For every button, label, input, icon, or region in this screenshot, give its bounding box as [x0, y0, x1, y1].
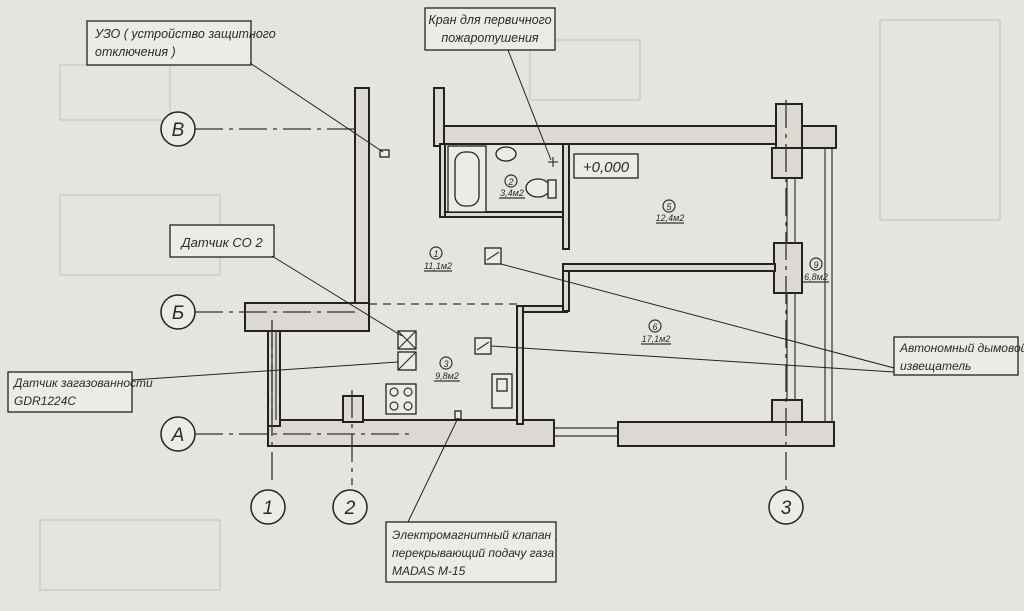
axis-bubble-v: В — [160, 111, 196, 147]
level-mark: +0,000 — [573, 153, 639, 179]
bathtub-inner — [454, 151, 480, 207]
room-area: 11,1м2 — [424, 261, 452, 271]
stove — [385, 383, 417, 415]
callout-valve-line3: MADAS M-15 — [392, 564, 466, 578]
kitchen-sink-bowl — [496, 378, 508, 392]
axis-label-v: В — [172, 120, 185, 141]
room-6: 6 17,1м2 — [641, 319, 671, 345]
axis-lines — [195, 100, 787, 490]
room-area: 9,8м2 — [435, 371, 459, 381]
sink — [495, 146, 517, 162]
room-3: 3 9,8м2 — [434, 356, 460, 382]
callout-crane-line1: Кран для первичного — [428, 13, 551, 27]
axis-label-2: 2 — [344, 498, 356, 519]
room-number: 3 — [443, 359, 448, 369]
room-area: 3,4м2 — [500, 188, 524, 198]
callout-gas-sensor: Датчик загазованности GDR1224C — [7, 361, 399, 413]
axis-bubble-3: 3 — [768, 489, 804, 525]
room-9: 9 6,8м2 — [803, 257, 829, 283]
room-number: 5 — [666, 202, 672, 212]
background-ghost-lines — [39, 19, 1001, 591]
axis-bubble-a: А — [160, 416, 196, 452]
callout-uzo-line1: УЗО ( устройство защитного — [94, 27, 276, 41]
callout-co2-text: Датчик СО 2 — [179, 235, 263, 250]
room-number: 6 — [652, 322, 657, 332]
axis-label-b: Б — [172, 303, 184, 324]
room-1: 1 11,1м2 — [424, 246, 452, 272]
fixtures — [385, 145, 557, 415]
callout-valve-line2: перекрывающий подачу газа — [392, 546, 554, 560]
gas-valve-icon — [454, 410, 462, 420]
axis-bubble-b: Б — [160, 294, 196, 330]
toilet-tank — [547, 179, 557, 199]
axis-label-a: А — [171, 425, 185, 446]
room-area: 6,8м2 — [804, 272, 828, 282]
smoke-detector-icon — [484, 247, 502, 265]
callout-gas-line1: Датчик загазованности — [12, 376, 153, 390]
room-5: 5 12,4м2 — [656, 199, 685, 224]
room-number: 2 — [507, 177, 513, 187]
room-number: 9 — [813, 260, 818, 270]
callout-gas-line2: GDR1224C — [14, 394, 76, 408]
axis-label-1: 1 — [263, 498, 274, 519]
callout-smoke-line2: извещатель — [900, 359, 971, 373]
callout-smoke: Автономный дымовой извещатель — [490, 263, 1024, 376]
windows — [271, 148, 833, 437]
callout-co2: Датчик СО 2 — [169, 224, 403, 337]
axis-bubble-2: 2 — [332, 489, 368, 525]
callout-uzo-line2: отключения ) — [95, 45, 176, 59]
room-number: 1 — [433, 249, 438, 259]
room-2: 2 3,4м2 — [499, 174, 525, 199]
toilet — [525, 178, 551, 198]
room-area: 12,4м2 — [656, 213, 685, 223]
axis-bubble-1: 1 — [250, 489, 286, 525]
callout-crane: Кран для первичного пожаротушения — [424, 7, 556, 161]
level-text: +0,000 — [583, 159, 630, 176]
gas-sensor-icon — [397, 351, 417, 371]
crane-symbol-icon — [548, 157, 558, 167]
uzo-symbol-icon — [379, 149, 390, 158]
room-area: 17,1м2 — [642, 334, 671, 344]
callout-valve: Электромагнитный клапан , перекрывающий … — [385, 417, 558, 583]
co2-sensor-icon — [397, 330, 417, 350]
callout-uzo: УЗО ( устройство защитного отключения ) — [86, 20, 384, 153]
smoke-detector-icon — [474, 337, 492, 355]
callout-smoke-line1: Автономный дымовой — [899, 341, 1024, 355]
walls — [244, 87, 837, 447]
callout-crane-line2: пожаротушения — [441, 31, 539, 45]
callout-valve-line1: Электромагнитный клапан , — [392, 528, 558, 542]
axis-label-3: 3 — [781, 498, 792, 519]
